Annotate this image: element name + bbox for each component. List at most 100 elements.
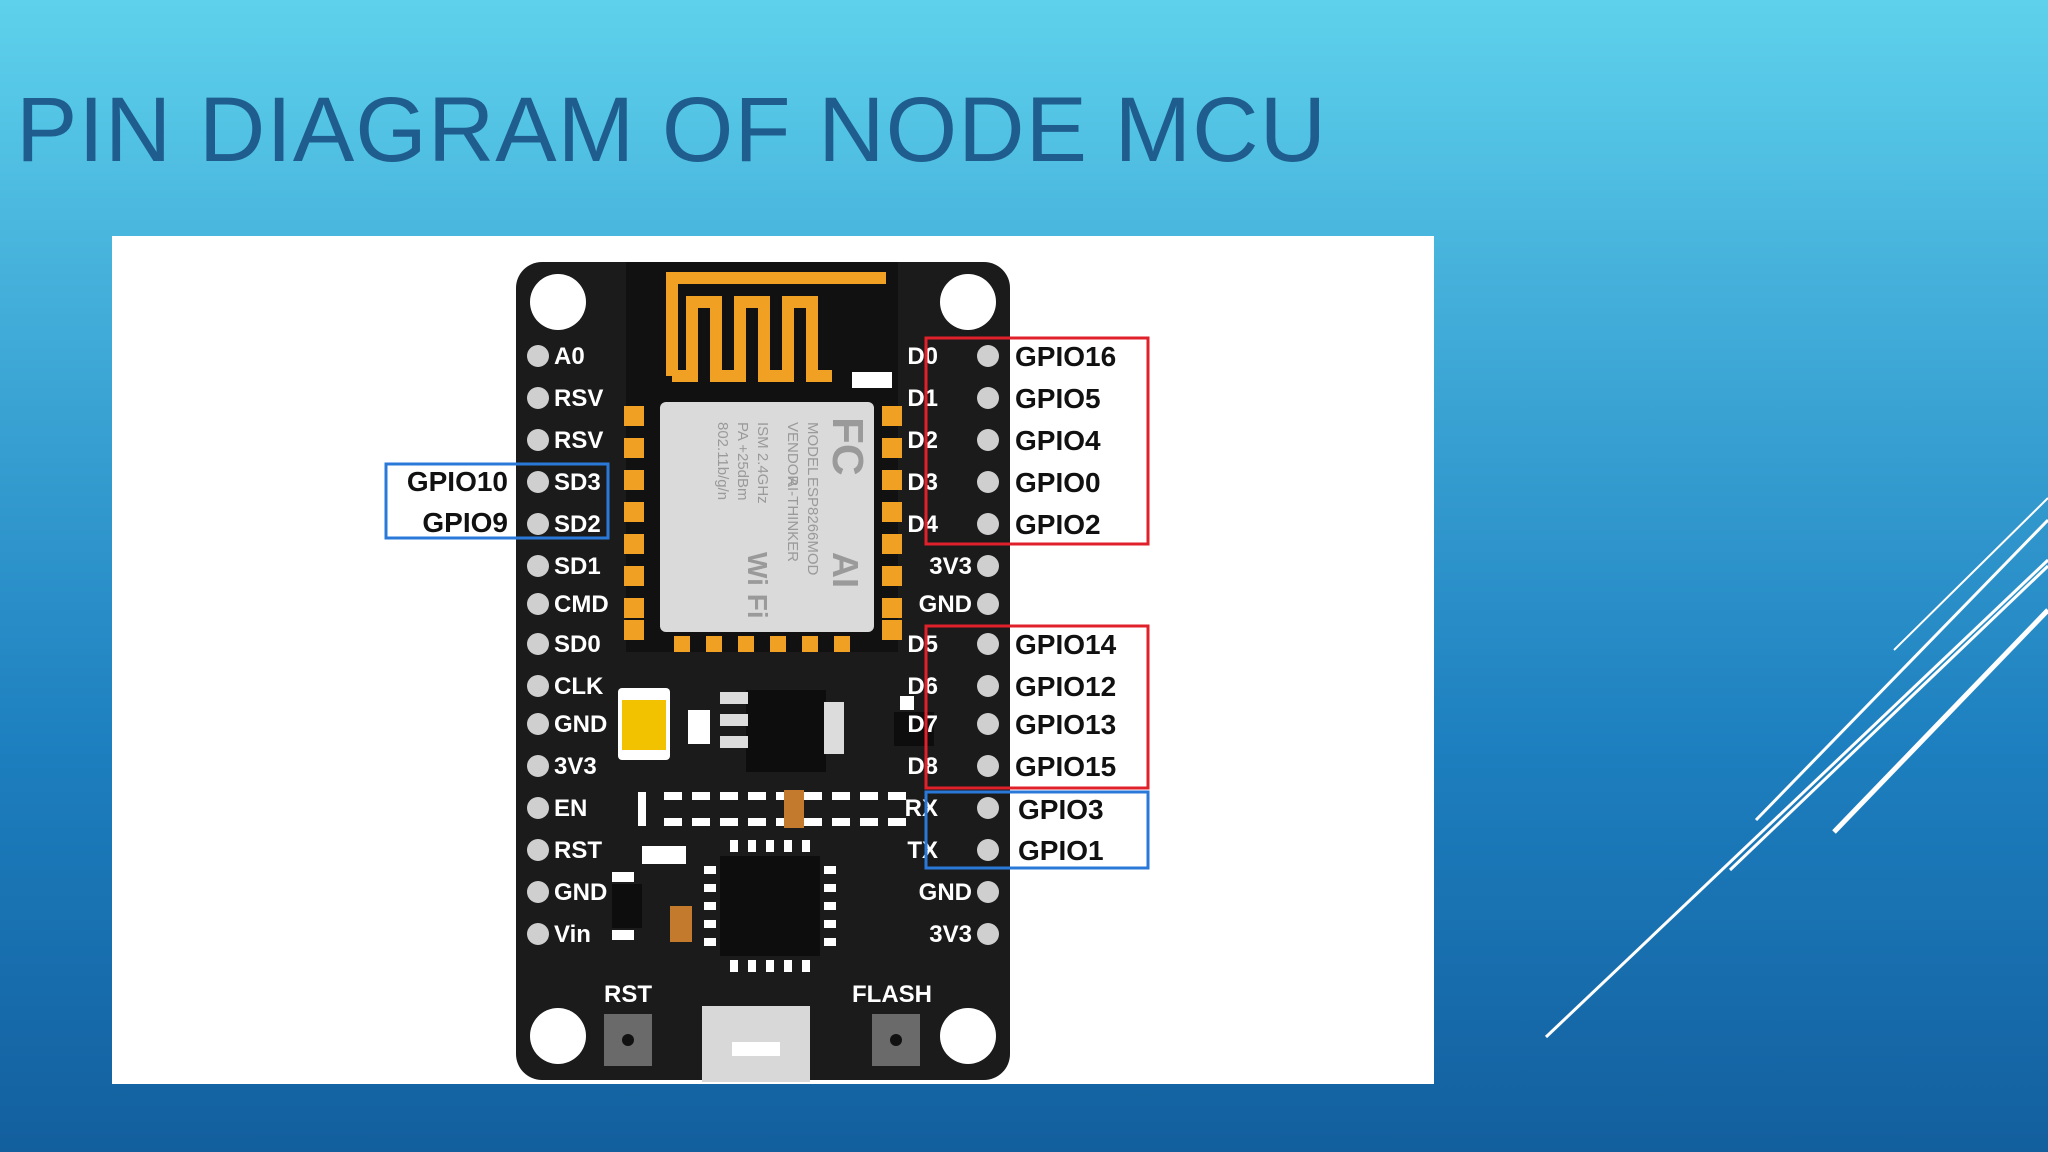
- pin-label: TX: [907, 837, 938, 864]
- pin-label: RSV: [554, 385, 603, 412]
- pin-3v3: 3V3: [929, 553, 999, 580]
- nodemcu-board-diagram: FC AI MODEL ESP8266MOD VENDOR AI-THINKER…: [384, 262, 1150, 1082]
- pin-d8: D8: [907, 753, 999, 780]
- pin-sd0: SD0: [527, 631, 601, 658]
- chip-line: VENDOR: [784, 422, 801, 486]
- pin-label: GND: [919, 591, 972, 618]
- right-gpio-highlight-box: [924, 336, 1150, 546]
- regulator-pin: [720, 692, 748, 704]
- pin-label: RST: [554, 837, 602, 864]
- usb-serial-chip: [720, 856, 820, 956]
- pin-d2: D2: [907, 427, 999, 454]
- regulator-pin: [720, 736, 748, 748]
- pin-d4: D4: [907, 511, 999, 538]
- chip-logo-fc: FC: [823, 417, 872, 476]
- pin-label: D2: [907, 427, 938, 454]
- regulator-tab: [824, 702, 844, 754]
- gpio-label: GPIO15: [1015, 751, 1116, 782]
- gpio-label: GPIO16: [1015, 341, 1116, 372]
- smd-component: [612, 930, 634, 940]
- pin-clk: CLK: [527, 673, 604, 700]
- gpio-label: GPIO4: [1015, 425, 1101, 456]
- chip-line: PA +25dBm: [734, 422, 751, 501]
- gpio-label: GPIO1: [1018, 835, 1104, 866]
- pin-sd1: SD1: [527, 553, 601, 580]
- flash-button-cap: [890, 1034, 902, 1046]
- smd-component: [852, 372, 892, 388]
- pin-label: A0: [554, 343, 585, 370]
- resistor: [670, 906, 692, 942]
- pin-label: Vin: [554, 921, 591, 948]
- rf-shield: [660, 402, 874, 632]
- page-title: PIN DIAGRAM OF NODE MCU: [16, 79, 1328, 181]
- pin-label: GND: [554, 711, 607, 738]
- pin-rsv: RSV: [527, 385, 603, 412]
- smd-component: [900, 696, 914, 710]
- pin-label: SD1: [554, 553, 601, 580]
- right-uart-highlight-box: [924, 790, 1150, 870]
- pin-diagram-image: FC AI MODEL ESP8266MOD VENDOR AI-THINKER…: [112, 236, 1434, 1084]
- pin-label: 3V3: [929, 553, 972, 580]
- chip-logo-ai: AI: [825, 552, 866, 588]
- pin-label: 3V3: [929, 921, 972, 948]
- right-gpio-highlight-box: [924, 624, 1150, 790]
- micro-usb-opening: [732, 1042, 780, 1056]
- pin-gnd: GND: [527, 711, 607, 738]
- right-pin-header: D0 D1 D2 D3 D4 3V3 GND D5 D6 D7 D8 RX TX…: [905, 343, 999, 948]
- pin-cmd: CMD: [527, 591, 609, 618]
- module-pads: [624, 406, 902, 652]
- pin-label: RSV: [554, 427, 603, 454]
- mounting-hole: [530, 1008, 586, 1064]
- chip-line: ESP8266MOD: [804, 477, 821, 576]
- pin-label: EN: [554, 795, 587, 822]
- pin-label: SD3: [554, 469, 601, 496]
- pin-label: SD0: [554, 631, 601, 658]
- pin-label: D5: [907, 631, 938, 658]
- gpio-label: GPIO2: [1015, 509, 1101, 540]
- chip-pins: [704, 840, 836, 972]
- chip-logo-wifi: Wi Fi: [742, 552, 773, 619]
- deco-line: [1544, 558, 2048, 1039]
- gpio-label: GPIO5: [1015, 383, 1101, 414]
- pin-d5: D5: [907, 631, 999, 658]
- gpio-label: GPIO9: [422, 507, 508, 538]
- pin-label: CLK: [554, 673, 604, 700]
- resistor: [784, 790, 804, 828]
- pin-3v3: 3V3: [527, 753, 597, 780]
- rst-button-label: RST: [604, 981, 652, 1008]
- gpio-label: GPIO10: [407, 466, 508, 497]
- smd-component: [612, 872, 634, 882]
- pin-gnd: GND: [919, 591, 999, 618]
- chip-line: AI-THINKER: [784, 477, 801, 562]
- gpio-label: GPIO0: [1015, 467, 1101, 498]
- flash-button-label: FLASH: [852, 981, 932, 1008]
- pin-rx: RX: [905, 795, 999, 822]
- pin-label: D6: [907, 673, 938, 700]
- pin-d6: D6: [907, 673, 999, 700]
- pin-vin: Vin: [527, 921, 591, 948]
- smd-component: [688, 710, 710, 744]
- pin-label: 3V3: [554, 753, 597, 780]
- regulator-pin: [720, 714, 748, 726]
- pin-sd3: SD3: [527, 469, 601, 496]
- left-gpio-highlight-box: [384, 462, 610, 540]
- deco-line: [1832, 608, 2048, 834]
- pin-label: D1: [907, 385, 938, 412]
- capacitor-body: [622, 700, 666, 750]
- pin-tx: TX: [907, 837, 999, 864]
- pin-d7: D7: [907, 711, 999, 738]
- chip-line: MODEL: [804, 422, 821, 475]
- gpio-label: GPIO14: [1015, 629, 1117, 660]
- pin-label: D3: [907, 469, 938, 496]
- pin-gnd: GND: [919, 879, 999, 906]
- pin-sd2: SD2: [527, 511, 601, 538]
- pin-label: GND: [919, 879, 972, 906]
- left-pin-header: A0 RSV RSV SD3 SD2 SD1 CMD SD0 CLK GND 3…: [527, 343, 609, 948]
- pin-d0: D0: [907, 343, 999, 370]
- deco-line: [1754, 518, 2048, 822]
- pin-label: D7: [907, 711, 938, 738]
- led: [642, 846, 686, 864]
- pin-label: CMD: [554, 591, 609, 618]
- pin-gnd: GND: [527, 879, 607, 906]
